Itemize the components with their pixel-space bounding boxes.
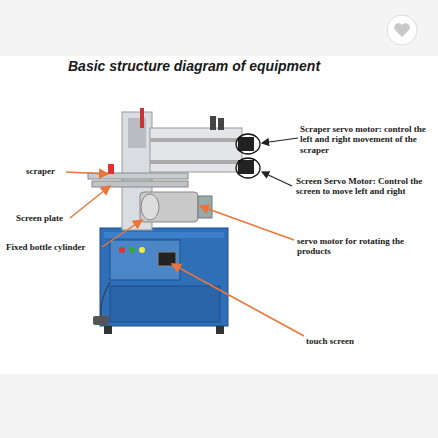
callout-label: scraper	[26, 166, 55, 176]
callout-label: servo motor for rotating the products	[297, 236, 431, 257]
callout-label: Screen plate	[16, 213, 63, 223]
callout-label: touch screen	[306, 336, 354, 346]
callout-label: Screen Servo Motor: Control the screen t…	[296, 176, 434, 197]
diagram-title: Basic structure diagram of equipment	[68, 58, 320, 74]
callout-label: Scraper servo motor: control the left an…	[300, 124, 434, 155]
callout-label: Fixed bottle cylinder	[6, 242, 86, 252]
